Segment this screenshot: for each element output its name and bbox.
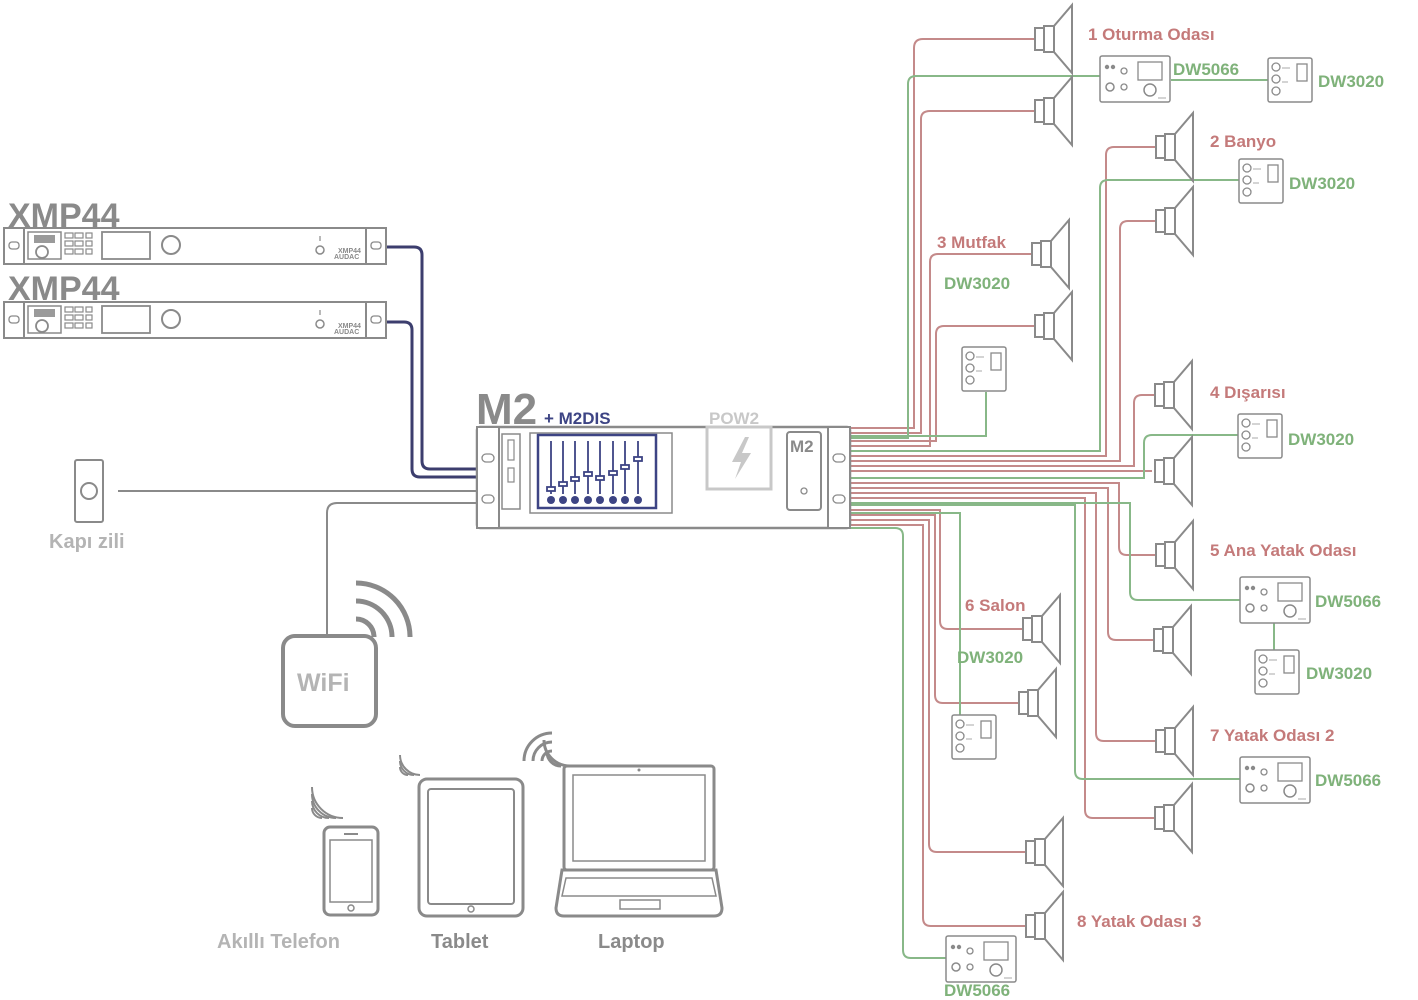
panel-labels: DW5066 DW3020 DW3020 DW3020 DW3020 DW506…: [944, 60, 1384, 1000]
m2-title: M2: [476, 385, 537, 434]
dw3020-panel-icon: [1237, 413, 1283, 459]
doorbell-icon: [74, 459, 104, 523]
zone-label: 8 Yatak Odası 3: [1077, 912, 1201, 931]
panel-label: DW3020: [1318, 72, 1384, 91]
smartphone-label: Akıllı Telefon: [217, 931, 340, 953]
zone-labels: 1 Oturma Odası 2 Banyo 3 Mutfak 4 Dışarı…: [937, 25, 1356, 931]
xmp44-unit-1: XMP44 AUDAC: [3, 227, 387, 265]
brand-mark: AUDAC: [334, 254, 359, 261]
xmp44-title-2: XMP44: [8, 270, 120, 308]
panel-label: DW3020: [1306, 664, 1372, 683]
speaker-icon: [1018, 668, 1057, 738]
dw5066-panel-icon: [1099, 55, 1171, 103]
doorbell-label: Kapı zili: [49, 531, 125, 553]
wiring: [118, 38, 1275, 959]
zone-label: 2 Banyo: [1210, 132, 1276, 151]
m2dis-fader-panel: [536, 433, 658, 510]
dw3020-panel-icon: [961, 346, 1007, 392]
xmp44-badge: XMP44: [338, 323, 361, 330]
dw5066-panel-icon: [1239, 756, 1311, 804]
speaker-icon: [1155, 706, 1194, 776]
brand-mark: AUDAC: [334, 329, 359, 336]
panel-label: DW3020: [957, 648, 1023, 667]
speaker-icon: [1025, 817, 1064, 887]
lightning-icon: [732, 437, 751, 479]
panel-label: DW5066: [1315, 771, 1381, 790]
panel-label: DW3020: [1289, 174, 1355, 193]
speaker-icon: [1031, 219, 1070, 289]
zone-label: 7 Yatak Odası 2: [1210, 726, 1334, 745]
speaker-icon: [1155, 520, 1194, 590]
xmp44-unit-2: XMP44 AUDAC: [3, 301, 387, 339]
pow2-label: POW2: [709, 409, 759, 428]
zone-label: 6 Salon: [965, 596, 1025, 615]
speaker-icon: [1154, 783, 1193, 853]
speaker-icon: [1154, 360, 1193, 430]
zone-label: 1 Oturma Odası: [1088, 25, 1215, 44]
speaker-icon: [1155, 186, 1194, 256]
speaker-icon: [1034, 291, 1073, 361]
speaker-icon: [1022, 594, 1061, 664]
wifi-router-icon: [281, 580, 413, 728]
laptop-label: Laptop: [598, 931, 665, 953]
speaker-icon: [1153, 605, 1192, 675]
speaker-icon: [1034, 4, 1073, 74]
smartphone-icon: [311, 786, 380, 917]
m2-module-label: M2: [790, 437, 814, 456]
pow2-module: [705, 425, 773, 491]
dw5066-panel-icon: [945, 935, 1017, 983]
tablet-label: Tablet: [431, 931, 489, 953]
panel-label: DW5066: [1315, 592, 1381, 611]
speaker-icon: [1154, 436, 1193, 506]
panel-label: DW5066: [944, 981, 1010, 1000]
panel-label: DW3020: [1288, 430, 1354, 449]
xmp44-title-1: XMP44: [8, 197, 120, 235]
speaker-icon: [1025, 891, 1064, 961]
speaker-icon: [1034, 76, 1073, 146]
zone-label: 5 Ana Yatak Odası: [1210, 541, 1356, 560]
zone-label: 4 Dışarısı: [1210, 383, 1286, 402]
zone-label: 3 Mutfak: [937, 233, 1007, 252]
dw3020-panel-icon: [1267, 57, 1313, 103]
dw5066-panel-icon: [1239, 576, 1311, 624]
panel-label: DW5066: [1173, 60, 1239, 79]
xmp44-badge: XMP44: [338, 248, 361, 255]
dw3020-panel-icon: [1254, 649, 1300, 695]
laptop-icon: [522, 731, 724, 918]
m2dis-label: + M2DIS: [544, 409, 611, 428]
wifi-label: WiFi: [297, 669, 350, 697]
dw3020-panel-icon: [1238, 158, 1284, 204]
dw3020-panel-icon: [951, 714, 997, 760]
panel-label: DW3020: [944, 274, 1010, 293]
tablet-icon: [399, 754, 525, 918]
speaker-icon: [1155, 112, 1194, 182]
m2-matrix-unit: [475, 425, 852, 530]
